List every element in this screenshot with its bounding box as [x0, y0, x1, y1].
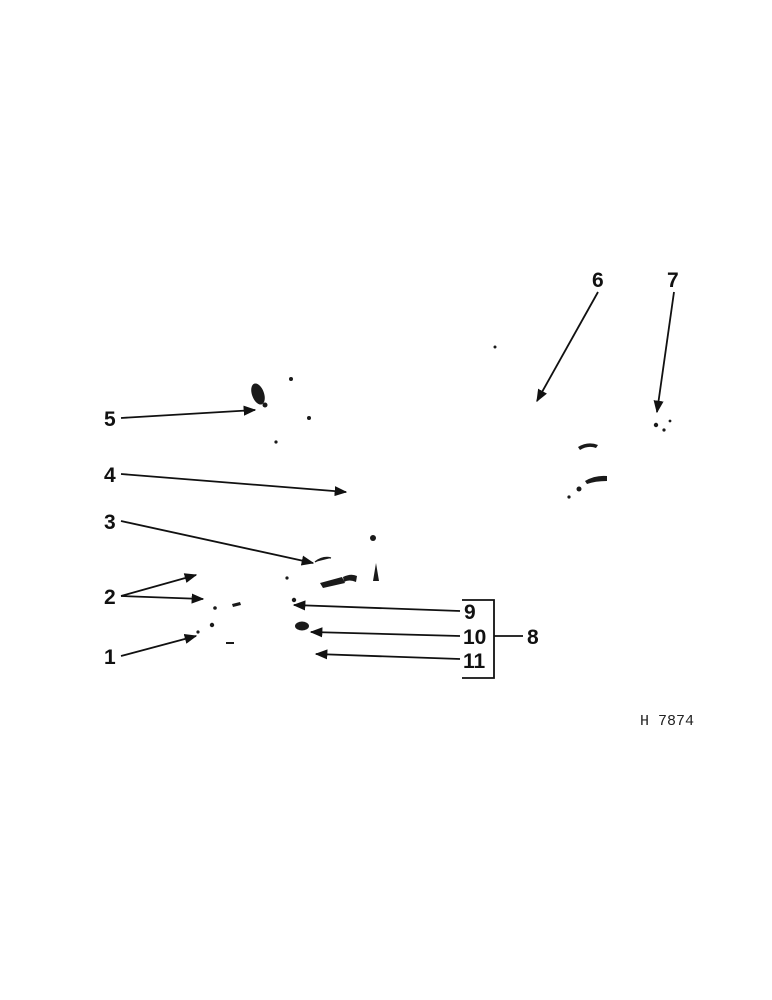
- callout-2: 2: [104, 586, 116, 609]
- leader-9: [292, 600, 461, 612]
- callout-4: 4: [104, 464, 116, 487]
- leader-4: [120, 473, 348, 497]
- leader-7: [653, 291, 675, 414]
- leader-11: [314, 649, 461, 660]
- leader-3: [120, 520, 315, 566]
- callout-11: 11: [463, 650, 486, 673]
- figure-code: H 7874: [640, 713, 694, 730]
- callout-9: 9: [464, 601, 476, 624]
- part-fragments: [196, 345, 672, 644]
- callout-labels: 1 2 3 4 5 6 7 8 9 10 11: [104, 269, 679, 673]
- callout-10: 10: [463, 626, 486, 649]
- leader-10: [309, 627, 461, 638]
- callout-6: 6: [592, 269, 604, 292]
- leader-2a: [120, 573, 198, 597]
- callout-1: 1: [104, 646, 116, 669]
- leader-1: [120, 634, 198, 657]
- callout-3: 3: [104, 511, 116, 534]
- leader-2b: [120, 593, 205, 604]
- leader-lines: [120, 291, 675, 679]
- callout-7: 7: [667, 269, 679, 292]
- leader-6: [536, 291, 599, 403]
- callout-5: 5: [104, 408, 116, 431]
- leader-5: [120, 405, 257, 419]
- callout-8: 8: [527, 626, 539, 649]
- group-bracket: [462, 599, 495, 679]
